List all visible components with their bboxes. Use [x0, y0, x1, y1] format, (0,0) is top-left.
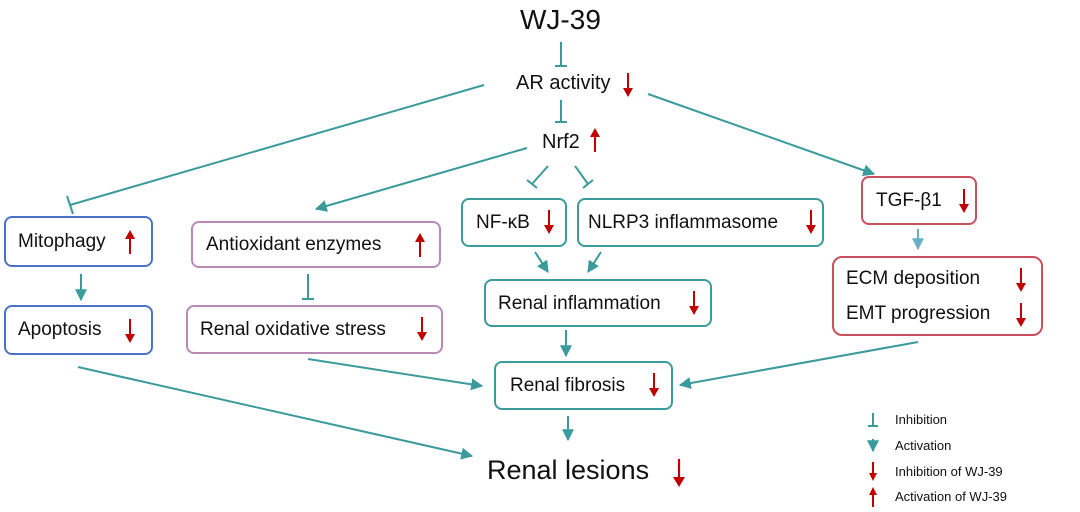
red-down-arrow-icon — [959, 189, 969, 213]
edge-ar-mitophagy — [69, 84, 485, 206]
node-tgfb1-box — [861, 176, 977, 225]
node-lesions: Renal lesions — [487, 455, 650, 485]
edge-nfkb-inflammation — [534, 251, 549, 274]
legend-inhibition-wj39: Inhibition of WJ-39 — [895, 464, 1003, 479]
red-down-arrow-icon — [689, 291, 699, 315]
red-down-arrow-icon — [1016, 303, 1026, 327]
node-ecm: ECM deposition — [846, 268, 981, 289]
edge-apoptosis-lesions — [77, 366, 474, 460]
node-nrf2-label: Nrf2 — [542, 131, 580, 153]
node-nrf2: Nrf2 — [542, 131, 580, 154]
node-nlrp3-box — [577, 198, 824, 247]
red-up-arrow-icon — [590, 128, 600, 152]
red-down-arrow-icon — [417, 317, 427, 341]
red-down-arrow-icon — [125, 319, 135, 343]
red-down-arrow-icon — [623, 73, 633, 97]
node-emt: EMT progression — [846, 303, 991, 324]
node-ar-activity: AR activity — [516, 72, 610, 95]
node-antioxidant-box — [191, 221, 441, 268]
node-fibrosis: Renal fibrosis — [510, 375, 626, 396]
node-oxstress-box — [186, 305, 443, 354]
red-down-arrow-icon — [806, 210, 816, 234]
node-antioxidant: Antioxidant enzymes — [206, 234, 382, 255]
edge-oxstress-fibrosis — [307, 358, 484, 391]
node-inflammation: Renal inflammation — [498, 293, 661, 314]
red-down-arrow-icon — [544, 210, 554, 234]
edge-nrf2-nlrp3 — [574, 165, 589, 185]
node-apoptosis-box — [4, 305, 153, 355]
edge-ecm-fibrosis — [678, 341, 919, 389]
node-mitophagy-box — [4, 216, 153, 267]
red-up-arrow-icon — [125, 230, 135, 254]
node-fibrosis-box — [494, 361, 673, 410]
legend-activation-wj39: Activation of WJ-39 — [895, 489, 1007, 504]
node-ecm-emt-box — [832, 256, 1043, 336]
edge-ar-tgfb1 — [647, 93, 876, 177]
node-tgfb1: TGF-β1 — [876, 190, 942, 211]
legend-activation: Activation — [895, 438, 952, 453]
node-nlrp3: NLRP3 inflammasome — [588, 212, 779, 233]
node-apoptosis: Apoptosis — [18, 319, 102, 340]
red-down-arrow-icon — [1016, 268, 1026, 292]
edge-nlrp3-inflammation — [587, 251, 602, 274]
red-up-arrow-icon — [869, 487, 877, 507]
legend-inhibition: Inhibition — [895, 412, 948, 427]
edge-nrf2-antioxidant — [314, 147, 528, 212]
red-down-arrow-icon — [649, 373, 659, 397]
legend-symbols — [867, 413, 879, 453]
red-down-arrow-icon — [673, 459, 685, 487]
red-down-arrow-icon — [869, 462, 877, 481]
node-inflammation-box — [484, 279, 712, 327]
node-oxstress: Renal oxidative stress — [200, 319, 386, 340]
red-up-arrow-icon — [415, 233, 425, 257]
node-ar-label: AR activity — [516, 72, 611, 94]
edge-nrf2-nfkb — [531, 165, 549, 185]
node-wj39: WJ-39 — [520, 4, 601, 35]
node-mitophagy: Mitophagy — [18, 231, 106, 252]
node-nfkb: NF-κB — [476, 212, 530, 233]
